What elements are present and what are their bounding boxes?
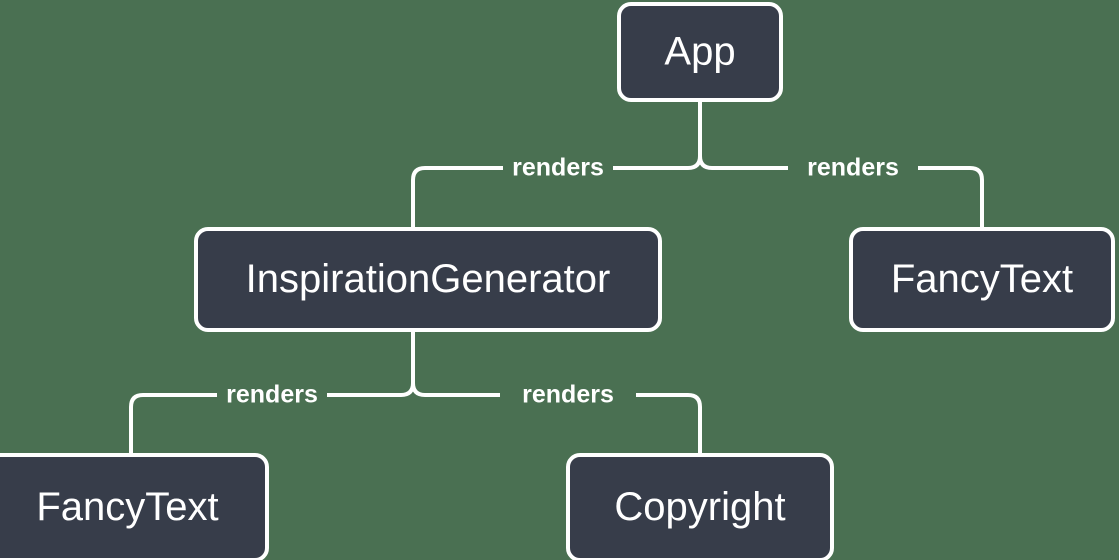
edge-path [636,393,702,455]
edge-label-renders: renders [226,381,318,409]
edge-path [129,393,217,455]
edge-path [698,100,788,170]
node-copyright[interactable]: Copyright [566,453,834,560]
edge-path [411,166,503,229]
node-fancytext-bottom[interactable]: FancyText [0,453,269,560]
edge-layer: renders renders renders renders [129,100,984,455]
node-box[interactable] [0,453,269,560]
edge-label-renders: renders [512,154,604,182]
node-box[interactable] [849,227,1115,332]
node-box[interactable] [566,453,834,560]
node-app[interactable]: App [617,2,783,102]
edge-path [613,100,702,170]
edge-path [918,166,984,229]
node-box[interactable] [617,2,783,102]
node-inspiration-generator[interactable]: InspirationGenerator [194,227,662,332]
node-label: App [664,30,735,74]
edge-path [411,330,500,397]
node-label: FancyText [36,485,218,529]
edge-app-to-fancytext-right: renders [698,100,984,229]
edge-inspiration-generator-to-fancytext-bottom: renders [129,330,415,455]
edge-path [327,330,415,397]
edge-app-to-inspiration-generator: renders [411,100,702,229]
node-label: Copyright [614,485,785,529]
node-label: FancyText [891,257,1073,301]
edge-label-renders: renders [522,381,614,409]
node-label: InspirationGenerator [246,257,611,301]
edge-inspiration-generator-to-copyright: renders [411,330,702,455]
node-box[interactable] [194,227,662,332]
edge-label-renders: renders [807,154,899,182]
node-fancytext-right[interactable]: FancyText [849,227,1115,332]
